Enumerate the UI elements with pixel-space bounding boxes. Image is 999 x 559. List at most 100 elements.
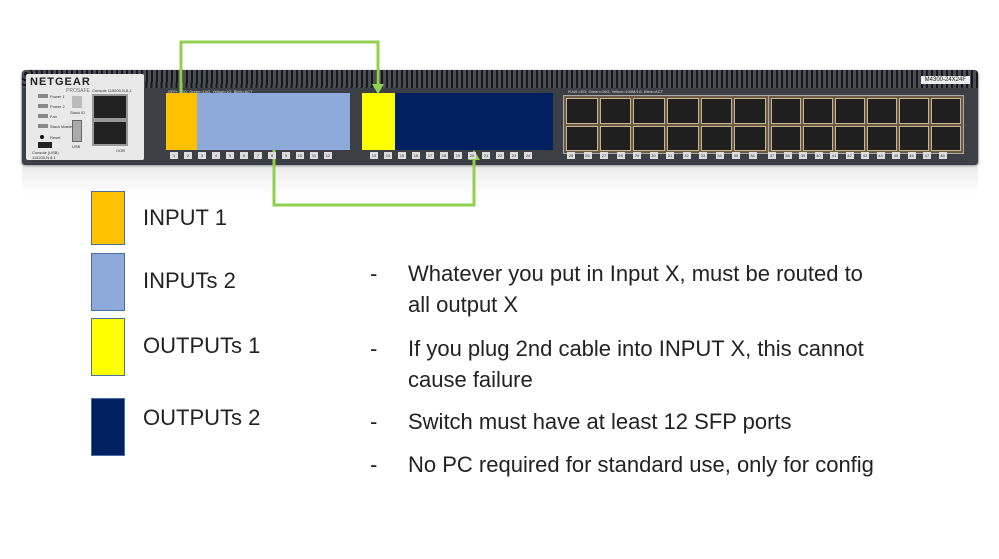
rj45-port[interactable] (734, 125, 766, 151)
legend-swatch-inputs2 (91, 253, 125, 311)
port-number: 15 (398, 152, 406, 159)
usb-label: USB (72, 144, 81, 149)
port-number: 24 (524, 152, 532, 159)
port-number: 2 (184, 152, 192, 159)
rj45-port[interactable] (931, 125, 961, 151)
rj45-port[interactable] (899, 98, 929, 124)
port-number: 5 (226, 152, 234, 159)
port-number: 25 (567, 152, 575, 159)
reset-button[interactable] (40, 135, 44, 139)
rj45-port[interactable] (566, 125, 598, 151)
sfp-led-legend: SFP+ LED: Green=10G, Yellow=1G, Blink=AC… (168, 89, 253, 94)
netgear-logo: NETGEAR (30, 76, 91, 88)
led-label: Stack Master (50, 124, 74, 129)
rj45-port[interactable] (599, 98, 632, 124)
rj45-port[interactable] (803, 98, 833, 124)
legend-label: OUTPUTs 2 (143, 405, 261, 430)
led-label: Power 1 (50, 94, 65, 99)
inputs2-region (197, 93, 350, 150)
rj45-bank-2 (768, 95, 964, 154)
console-usb-port[interactable] (38, 142, 52, 148)
rj45-port[interactable] (633, 125, 665, 151)
legend-label: OUTPUTs 1 (143, 333, 261, 358)
rj45-port[interactable] (835, 125, 865, 151)
port-number: 18 (440, 152, 448, 159)
requirement-line: cause failure (408, 367, 533, 392)
switch-vent (22, 70, 978, 88)
port-number: 26 (583, 152, 592, 159)
requirement-item: If you plug 2nd cable into INPUT X, this… (408, 333, 864, 395)
led-label: Fan (50, 114, 57, 119)
bullet-dash: - (370, 261, 378, 286)
rj45-port[interactable] (771, 125, 801, 151)
usb-port[interactable] (72, 120, 82, 142)
requirement-line: Whatever you put in Input X, must be rou… (408, 261, 863, 286)
requirement-line: If you plug 2nd cable into INPUT X, this… (408, 336, 864, 361)
prosafe-label: PROSAFE (66, 88, 90, 94)
led-fan (38, 114, 48, 118)
port-number: 3 (198, 152, 206, 159)
port-number: 28 (616, 152, 625, 159)
requirement-item: No PC required for standard use, only fo… (408, 449, 874, 480)
legend-label: INPUTs 2 (143, 268, 236, 293)
rj45-port[interactable] (599, 125, 632, 151)
port-number: 27 (600, 152, 608, 159)
port-number: 41 (830, 152, 838, 159)
port-number: 23 (510, 152, 518, 159)
arrow-input1-to-outputs1 (179, 40, 380, 93)
port-number: 22 (496, 152, 504, 159)
port-number: 16 (412, 152, 420, 159)
rj45-port[interactable] (931, 98, 961, 124)
requirement-line: No PC required for standard use, only fo… (408, 452, 874, 477)
port-number: 19 (454, 152, 462, 159)
console-rj45-port[interactable] (92, 94, 128, 120)
led-power2 (38, 104, 48, 108)
outputs2-region (395, 93, 553, 150)
port-number: 17 (426, 152, 434, 159)
rj45-bank-1 (563, 95, 769, 154)
port-number: 32 (682, 152, 691, 159)
port-number: 1 (170, 152, 178, 159)
stack-id-display (72, 96, 82, 108)
rj45-port[interactable] (867, 98, 897, 124)
switch-reflection (22, 165, 978, 195)
oob-port[interactable] (92, 120, 128, 146)
rj45-port[interactable] (803, 125, 833, 151)
rj45-port[interactable] (867, 125, 897, 151)
port-number: 47 (923, 152, 931, 159)
rj45-port[interactable] (734, 98, 766, 124)
port-number: 45 (892, 152, 900, 159)
rj45-led-legend: RJ45 LED: Green=10G, Yellow=100M/1G, Bli… (568, 89, 664, 94)
requirement-line: Switch must have at least 12 SFP ports (408, 409, 792, 434)
bullet-dash: - (370, 336, 378, 361)
port-number: 38 (783, 152, 792, 159)
port-number: 48 (938, 152, 947, 159)
port-number: 37 (768, 152, 776, 159)
rj45-port[interactable] (899, 125, 929, 151)
input1-region (166, 93, 197, 150)
rj45-port[interactable] (633, 98, 665, 124)
bullet-dash: - (370, 409, 378, 434)
legend-label: INPUT 1 (143, 205, 227, 230)
arrowhead-icon (372, 84, 384, 94)
port-number: 7 (254, 152, 262, 159)
rj45-port[interactable] (771, 98, 801, 124)
port-number: 10 (296, 152, 304, 159)
legend-swatch-input1 (91, 191, 125, 245)
rj45-port[interactable] (700, 98, 733, 124)
model-label: M4300-24X24F (920, 76, 970, 84)
port-number: 12 (324, 152, 332, 159)
port-number: 31 (666, 152, 674, 159)
rj45-port[interactable] (835, 98, 865, 124)
rj45-port[interactable] (666, 125, 699, 151)
led-label: Power 2 (50, 104, 65, 109)
stack-id-label: Stack ID (70, 110, 86, 115)
led-label: Reset (50, 135, 61, 140)
oob-label: OOB (116, 148, 125, 153)
rj45-port[interactable] (700, 125, 733, 151)
rj45-port[interactable] (666, 98, 699, 124)
rj45-port[interactable] (566, 98, 598, 124)
port-number: 9 (282, 152, 290, 159)
port-number: 44 (876, 152, 885, 159)
console-label: Console 115200,N,8,1 (92, 88, 132, 93)
